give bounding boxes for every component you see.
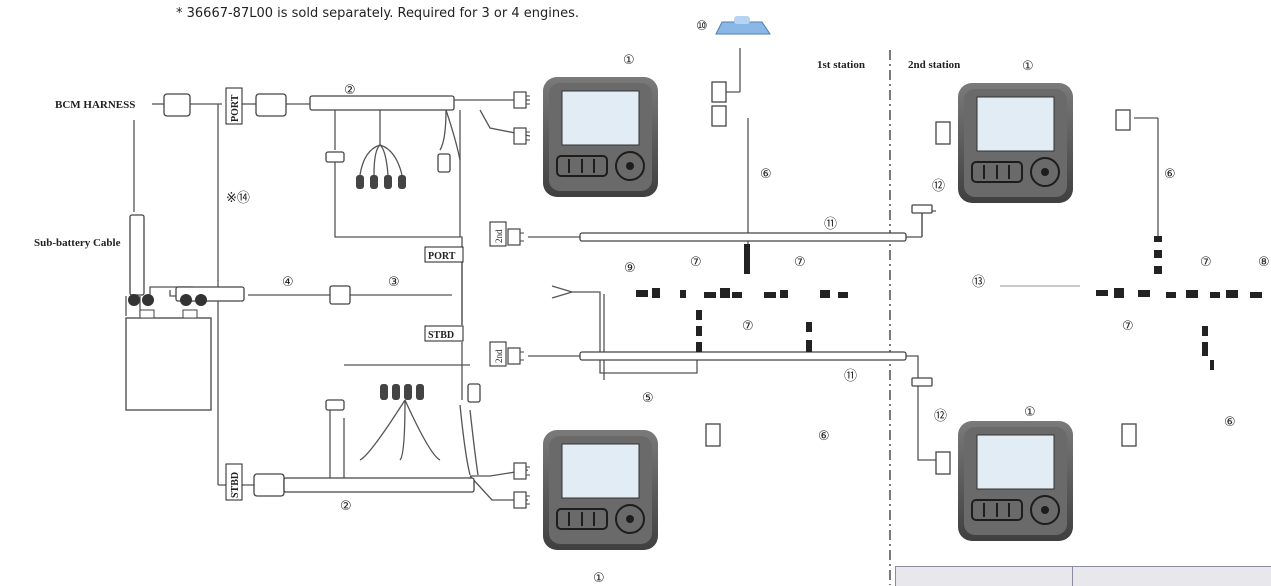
battery bbox=[125, 309, 212, 411]
port-label: PORT bbox=[428, 251, 456, 262]
gauge-display-1st-port bbox=[542, 76, 659, 198]
second-label-lower: 2nd bbox=[494, 349, 504, 363]
callout-6: ⑥ bbox=[1224, 415, 1236, 430]
callout-7: ⑦ bbox=[690, 255, 702, 270]
callout-13: ⑬ bbox=[972, 275, 985, 290]
wire-lines bbox=[125, 48, 1159, 501]
callout-7: ⑦ bbox=[1122, 319, 1134, 334]
second-label-upper: 2nd bbox=[494, 229, 504, 243]
table-cell bbox=[896, 567, 1073, 586]
second-station-label: 2nd station bbox=[908, 59, 960, 71]
gauge-display-2nd-port bbox=[957, 82, 1074, 204]
callout-6: ⑥ bbox=[760, 167, 772, 182]
stbd-label: STBD bbox=[428, 330, 454, 341]
callout-7: ⑦ bbox=[794, 255, 806, 270]
callout-6: ⑥ bbox=[1164, 167, 1176, 182]
callout-12: ⑫ bbox=[932, 179, 945, 194]
bcm-harness-label: BCM HARNESS bbox=[55, 99, 135, 111]
sub-battery-cable-label: Sub-battery Cable bbox=[34, 237, 121, 249]
callout-2: ② bbox=[344, 83, 356, 98]
callout-7: ⑦ bbox=[742, 319, 754, 334]
callout-2: ② bbox=[340, 499, 352, 514]
gauge-display-1st-stbd bbox=[542, 429, 659, 551]
ref14-label: ※⑭ bbox=[226, 191, 250, 206]
gauge-plugs bbox=[507, 91, 531, 509]
callout-5: ⑤ bbox=[642, 391, 654, 406]
table-cell bbox=[1073, 567, 1271, 586]
callout-12: ⑫ bbox=[934, 409, 947, 424]
callout-1: ① bbox=[623, 53, 635, 68]
callout-11: ⑪ bbox=[844, 369, 857, 384]
footnote: * 36667-87L00 is sold separately. Requir… bbox=[176, 6, 579, 21]
callout-1: ① bbox=[593, 571, 605, 585]
connector-blocks bbox=[129, 81, 1137, 497]
gps-antenna-icon bbox=[715, 16, 771, 35]
terminators bbox=[636, 236, 1262, 370]
callout-10: ⑩ bbox=[696, 19, 708, 34]
port-label-vertical: PORT bbox=[230, 94, 241, 122]
gauge-display-2nd-stbd bbox=[957, 420, 1074, 542]
callout-3: ③ bbox=[388, 275, 400, 290]
table-header-stub bbox=[895, 566, 1271, 586]
sensor-plugs bbox=[356, 175, 424, 400]
callout-7: ⑦ bbox=[1200, 255, 1212, 270]
callout-4: ④ bbox=[282, 275, 294, 290]
callout-9: ⑨ bbox=[624, 261, 636, 276]
callout-1: ① bbox=[1024, 405, 1036, 420]
stbd-label-vertical: STBD bbox=[230, 472, 241, 498]
callout-6: ⑥ bbox=[818, 429, 830, 444]
callout-11: ⑪ bbox=[824, 217, 837, 232]
battery-clamps bbox=[128, 294, 207, 306]
callout-1: ① bbox=[1022, 59, 1034, 74]
label-boxes bbox=[225, 87, 507, 501]
callout-8: ⑧ bbox=[1258, 255, 1270, 270]
first-station-label: 1st station bbox=[817, 59, 865, 71]
